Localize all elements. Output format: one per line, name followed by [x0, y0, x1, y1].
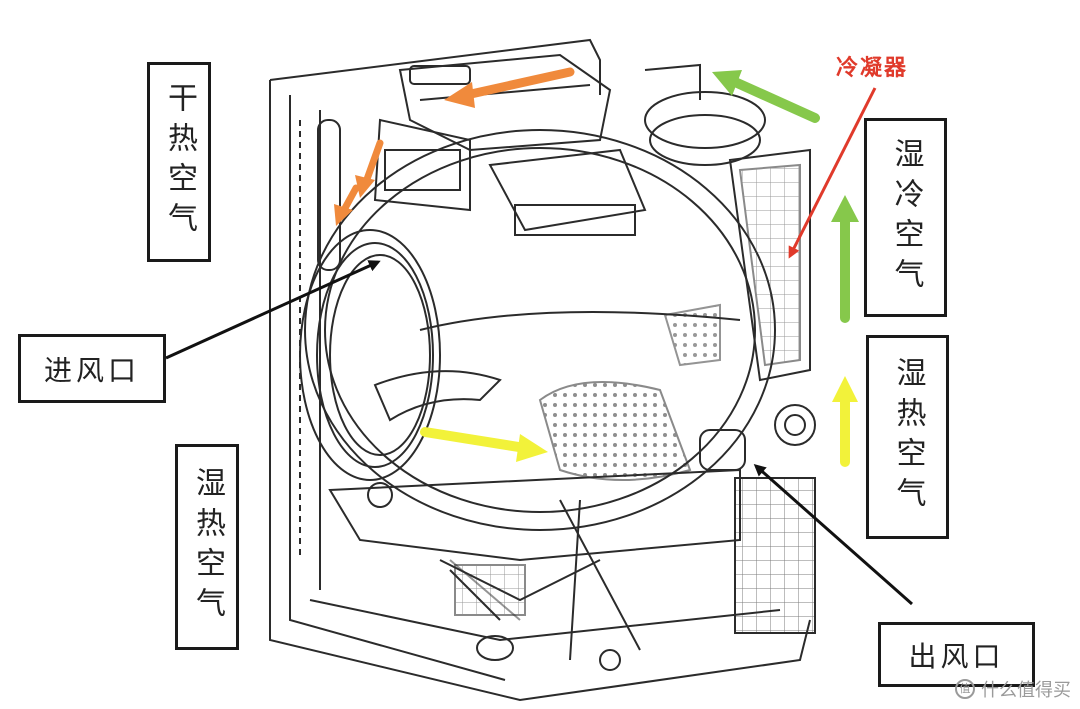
dry-hot-air-arrow-down-2: [334, 184, 360, 226]
label-wet-cold-air-text: 湿冷空气: [888, 137, 924, 298]
dry-hot-air-arrow-top: [444, 67, 575, 108]
watermark: 值 什么值得买: [955, 676, 1071, 702]
condenser-pointer-arrow: [788, 87, 877, 259]
label-air-outlet: 出风口: [878, 622, 1035, 687]
label-wet-cold-air: 湿冷空气: [864, 118, 947, 317]
label-wet-hot-air-left: 湿热空气: [175, 444, 239, 650]
label-condenser: 冷凝器: [836, 56, 909, 81]
label-air-inlet-text: 进风口: [43, 353, 140, 387]
wet-hot-air-arrow-right: [832, 376, 858, 467]
watermark-text: 什么值得买: [981, 680, 1071, 701]
label-air-outlet-text: 出风口: [908, 639, 1005, 673]
label-dry-hot-air-text: 干热空气: [162, 82, 197, 242]
label-wet-hot-air-right-text: 湿热空气: [890, 357, 926, 517]
watermark-logo-icon: 值: [955, 679, 975, 699]
dry-hot-air-arrow-down-1: [355, 139, 384, 198]
wet-cold-air-arrow-right: [831, 195, 859, 323]
label-wet-hot-air-left-text: 湿热空气: [190, 467, 225, 627]
machine-drawing: [269, 38, 816, 702]
inlet-pointer-arrow: [165, 260, 381, 360]
airflow-arrows: [334, 67, 859, 467]
wet-hot-air-arrow-drum: [420, 427, 548, 462]
label-dry-hot-air: 干热空气: [147, 62, 211, 262]
label-air-inlet: 进风口: [18, 334, 166, 403]
outlet-pointer-arrow: [753, 464, 913, 606]
label-wet-hot-air-right: 湿热空气: [866, 335, 949, 539]
wet-cold-air-arrow-top: [712, 70, 820, 123]
